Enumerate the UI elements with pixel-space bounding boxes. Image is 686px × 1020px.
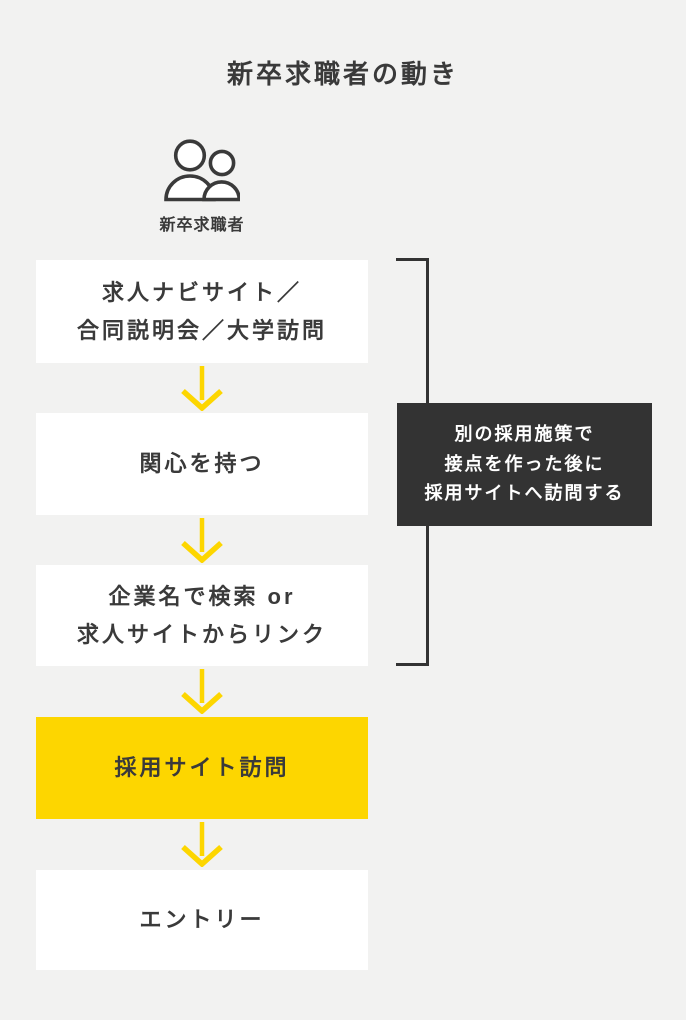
annotation-text: 採用サイトへ訪問する xyxy=(424,483,625,504)
step-box-1: 求人ナビサイト／ 合同説明会／大学訪問 xyxy=(36,260,368,363)
annotation-text: 接点を作った後に xyxy=(444,453,605,474)
step-box-4-highlighted: 採用サイト訪問 xyxy=(36,717,368,819)
step-text: 採用サイト訪問 xyxy=(114,755,290,781)
annotation-text: 別の採用施策で xyxy=(454,423,595,444)
arrow-down-icon xyxy=(181,518,223,563)
arrow-down-icon xyxy=(181,822,223,867)
people-icon xyxy=(164,139,240,202)
step-box-2: 関心を持つ xyxy=(36,413,368,515)
annotation-box: 別の採用施策で 接点を作った後に 採用サイトへ訪問する xyxy=(397,403,652,526)
step-text: 合同説明会／大学訪問 xyxy=(76,317,327,343)
arrow-down-icon xyxy=(181,366,223,411)
step-box-5: エントリー xyxy=(36,870,368,970)
page-title: 新卒求職者の動き xyxy=(226,59,459,89)
step-text: 求人サイトからリンク xyxy=(76,621,327,647)
step-text: エントリー xyxy=(139,907,265,933)
step-box-3: 企業名で検索 or 求人サイトからリンク xyxy=(36,565,368,666)
actor-label: 新卒求職者 xyxy=(159,217,245,234)
arrow-down-icon xyxy=(181,669,223,714)
step-text: 求人ナビサイト／ xyxy=(101,279,302,305)
step-text: 関心を持つ xyxy=(139,451,265,477)
step-text: 企業名で検索 or xyxy=(108,583,296,609)
